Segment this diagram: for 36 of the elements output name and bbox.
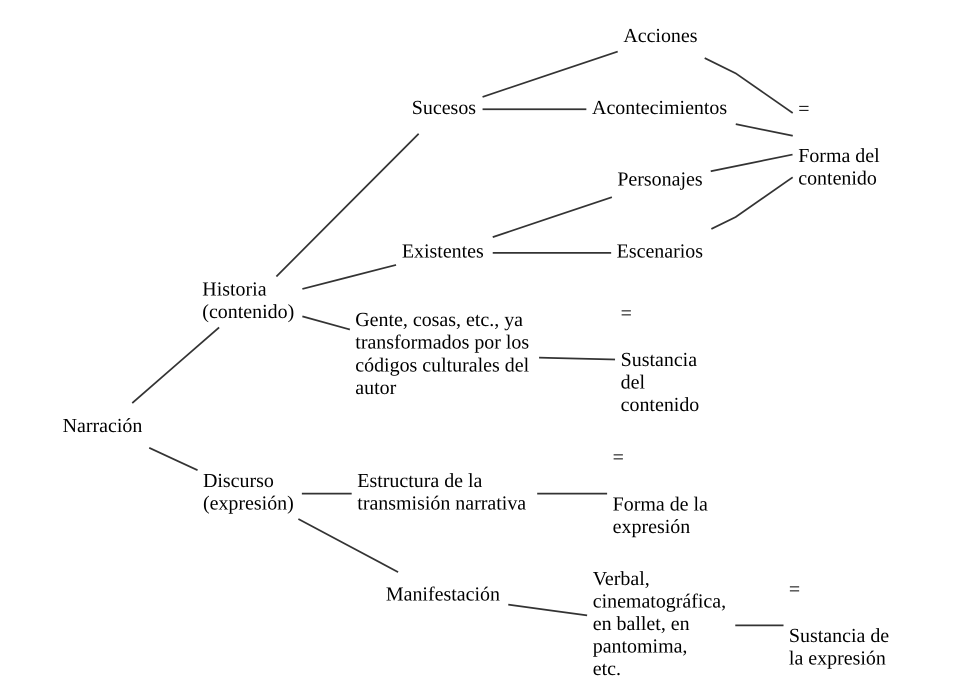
node-text: Discurso (expresión)	[202, 470, 294, 515]
connector	[302, 316, 350, 330]
connector	[275, 133, 419, 278]
connector	[734, 624, 784, 626]
node-text: Personajes	[616, 168, 702, 191]
connector	[492, 252, 611, 254]
connector	[302, 264, 396, 290]
node-text: Estructura de la transmisión narrativa	[356, 470, 526, 515]
node-text: Escenarios	[616, 240, 703, 263]
node-text: Gente, cosas, etc., ya transformados por los códigos culturales del autor	[354, 309, 529, 399]
connector	[735, 123, 792, 137]
node-text: = Forma de la expresión	[612, 446, 708, 538]
connector	[131, 326, 220, 404]
connector	[492, 196, 612, 238]
connector	[536, 492, 607, 495]
connector	[482, 108, 586, 110]
connector	[301, 492, 352, 495]
node-text: Acciones	[622, 25, 698, 48]
node-text: Acontecimientos	[592, 96, 727, 119]
node-text: = Forma del contenido	[798, 98, 880, 190]
connector	[297, 518, 398, 573]
connector	[710, 154, 792, 172]
connector	[704, 57, 793, 114]
connector	[148, 447, 198, 471]
connector	[508, 604, 587, 616]
node-text: Sucesos	[411, 96, 476, 119]
connector	[710, 176, 793, 230]
connector	[482, 50, 618, 98]
node-text: Historia (contenido)	[202, 278, 294, 324]
node-text: = Sustancia del contenido	[620, 302, 699, 416]
node-text: Narración	[62, 414, 142, 437]
node-text: Existentes	[401, 240, 484, 263]
connector	[538, 356, 615, 360]
node-text: Manifestación	[385, 584, 500, 606]
node-text: Verbal, cinematográfica, en ballet, en pantomima, etc.	[592, 568, 726, 680]
node-text: = Sustancia de la expresión	[788, 578, 889, 670]
